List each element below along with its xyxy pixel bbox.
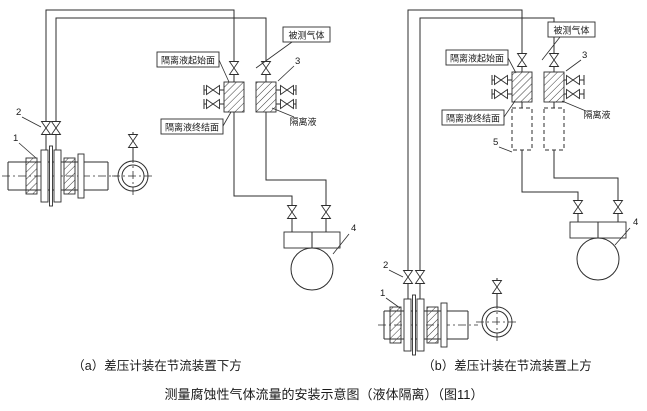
dp-line-low-b	[553, 150, 619, 222]
isolation-pot-high-a	[223, 81, 245, 113]
diagram-b: 被测气体 隔离液起始面 隔离液终结面 隔离液 5 2 1	[378, 9, 638, 356]
svg-text:1: 1	[13, 133, 18, 144]
orifice-plate-b	[412, 294, 416, 356]
valve-icon	[280, 99, 294, 109]
callout-4-b: 4	[614, 217, 638, 246]
iso-liquid-label: 隔离液	[583, 109, 610, 120]
callout-2-a: 2	[16, 107, 42, 128]
vent-valve-icon	[492, 280, 502, 294]
label-iso-start-a: 隔离液起始面	[156, 51, 230, 83]
iso-liquid-label: 隔离液	[289, 116, 316, 127]
valve-icon	[573, 200, 583, 214]
callout-3-b: 3	[565, 50, 587, 72]
vent-valve-icon	[128, 134, 138, 148]
valve-icon	[613, 200, 623, 214]
svg-text:3: 3	[295, 56, 300, 67]
label-iso-liquid-b: 隔离液	[561, 100, 611, 120]
valve-icon	[549, 53, 559, 67]
valve-icon	[494, 89, 508, 99]
orifice-flange-b	[416, 298, 425, 352]
label-iso-end-a: 隔离液终结面	[160, 111, 232, 135]
caption-b: （b）差压计装在节流装置上方	[422, 358, 591, 373]
valve-icon	[41, 121, 51, 135]
dashed-extension-pots	[511, 102, 565, 151]
iso-start-label: 隔离液起始面	[450, 53, 504, 64]
iso-end-label: 隔离液终结面	[165, 122, 219, 133]
diagram-a: 被测气体 隔离液起始面 隔离液终结面 隔离液 1 2 3	[2, 9, 356, 291]
iso-start-label: 隔离液起始面	[161, 55, 215, 66]
dp-gauge-b	[569, 221, 627, 281]
callout-1-b: 1	[380, 288, 401, 309]
figure-title: 测量腐蚀性气体流量的安装示意图（液体隔离）（图11）	[165, 387, 484, 402]
impulse-line-low-a	[55, 17, 267, 150]
valve-icon	[206, 85, 220, 95]
pipe-end-view-a	[112, 132, 154, 197]
caption-a: （a）差压计装在节流装置下方	[72, 358, 241, 373]
valve-icon	[494, 75, 508, 85]
callout-1-a: 1	[13, 133, 37, 159]
dp-line-low-a	[265, 112, 327, 232]
callout-5-b: 5	[493, 137, 513, 153]
valve-icon	[517, 53, 527, 67]
svg-text:2: 2	[383, 260, 388, 271]
valve-icon	[287, 205, 297, 219]
callout-4-a: 4	[332, 223, 356, 255]
svg-text:3: 3	[582, 50, 587, 61]
valve-icon	[403, 270, 413, 284]
svg-text:4: 4	[351, 223, 356, 234]
iso-end-label: 隔离液终结面	[446, 113, 500, 124]
isolation-pot-low-b	[543, 71, 565, 103]
measured-gas-label: 被测气体	[553, 25, 589, 36]
svg-text:2: 2	[16, 107, 21, 118]
label-measured-gas-b: 被测气体	[541, 21, 596, 61]
svg-text:5: 5	[493, 137, 498, 148]
process-pipe-a	[2, 145, 118, 207]
dp-line-high-a	[233, 112, 293, 232]
valve-icon	[321, 205, 331, 219]
impulse-line-high-b	[407, 9, 523, 299]
svg-text:1: 1	[380, 288, 385, 299]
isolation-pot-low-a	[255, 81, 277, 113]
orifice-flange-a	[40, 149, 49, 203]
impulse-line-high-a	[45, 9, 235, 150]
callout-3-a: 3	[277, 56, 300, 82]
valve-icon	[566, 89, 580, 99]
callout-2-b: 2	[383, 260, 404, 278]
measured-gas-label: 被测气体	[288, 30, 324, 41]
orifice-plate-a	[49, 145, 53, 207]
orifice-flange-a	[53, 149, 62, 203]
dp-line-high-b	[521, 150, 579, 222]
label-iso-liquid-a: 隔离液	[271, 107, 317, 127]
valve-icon	[229, 61, 239, 75]
dp-gauge-a	[283, 231, 341, 291]
label-iso-start-b: 隔离液起始面	[445, 49, 517, 74]
process-pipe-b	[378, 294, 478, 356]
valve-icon	[51, 121, 61, 135]
valve-icon	[566, 75, 580, 85]
orifice-flange-b	[403, 298, 412, 352]
valve-icon	[206, 99, 220, 109]
label-iso-end-b: 隔离液终结面	[441, 100, 516, 126]
svg-text:4: 4	[633, 217, 638, 228]
isolation-pot-high-b	[511, 71, 533, 103]
valve-icon	[415, 270, 425, 284]
valve-icon	[280, 85, 294, 95]
label-measured-gas-a: 被测气体	[255, 26, 331, 69]
pipe-end-view-b	[476, 278, 518, 343]
